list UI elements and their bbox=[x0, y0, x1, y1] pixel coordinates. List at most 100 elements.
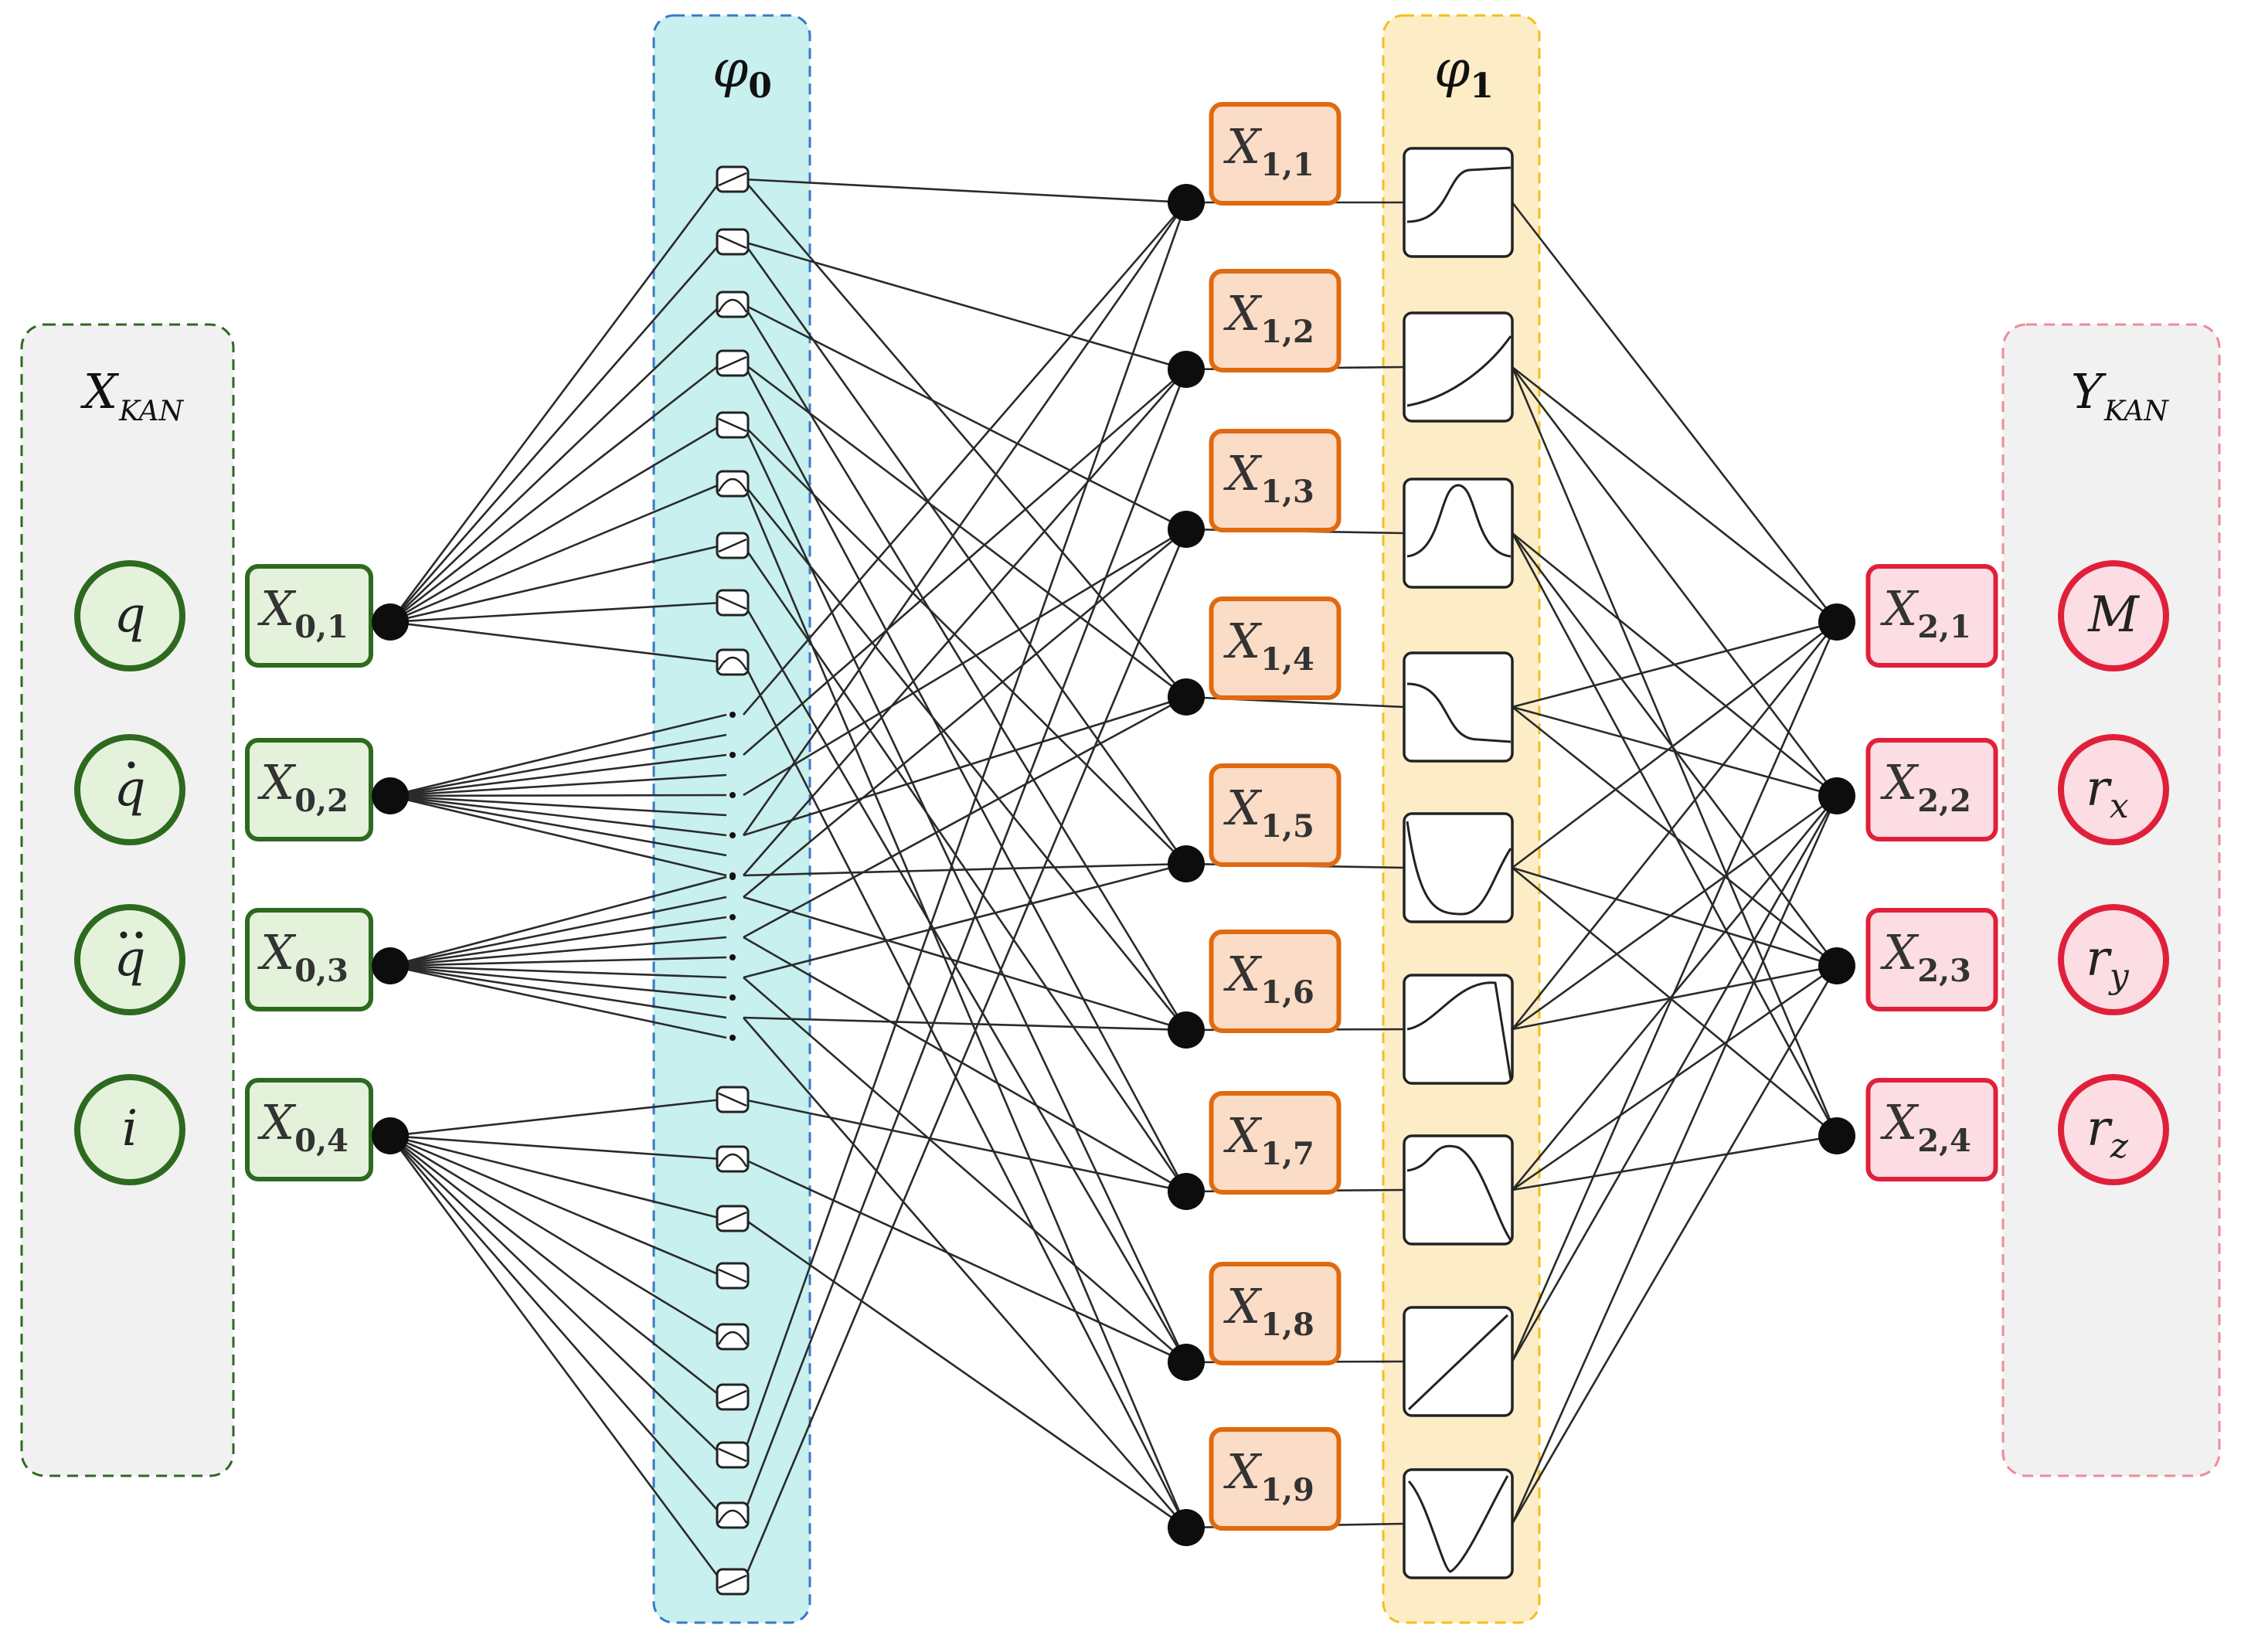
phi0-spline-box bbox=[716, 589, 750, 617]
svg-text:X1,1: X1,1 bbox=[1223, 118, 1314, 183]
phi0-spline-box bbox=[716, 1568, 750, 1596]
connection-node bbox=[1168, 678, 1205, 716]
svg-text:rz: rz bbox=[2086, 1100, 2129, 1166]
ellipsis-dot bbox=[729, 792, 736, 798]
phi0-spline-box bbox=[716, 291, 750, 318]
phi0-spline-box bbox=[716, 1145, 750, 1173]
hidden-layer-label: X1,7 bbox=[1209, 1091, 1342, 1195]
svg-text:X0,3: X0,3 bbox=[257, 924, 349, 989]
svg-text:X2,3: X2,3 bbox=[1880, 924, 1971, 989]
ellipsis-dot bbox=[729, 1035, 736, 1041]
svg-text:q: q bbox=[114, 760, 146, 818]
hidden-layer-label: X1,5 bbox=[1209, 763, 1342, 867]
hidden-layer-label: X1,4 bbox=[1209, 597, 1342, 700]
phi0-spline-box bbox=[716, 648, 750, 676]
phi1-activation-plots bbox=[1403, 147, 1514, 1579]
connection-node bbox=[1168, 845, 1205, 882]
svg-text:X1,4: X1,4 bbox=[1223, 613, 1314, 678]
connection-node bbox=[1168, 1011, 1205, 1049]
output-variable-node: rx bbox=[2058, 734, 2169, 845]
connection-node bbox=[1168, 1344, 1205, 1381]
svg-text:X1,9: X1,9 bbox=[1223, 1443, 1314, 1508]
edges bbox=[389, 178, 1838, 1582]
phi0-spline-box bbox=[716, 1323, 750, 1351]
output-layer-label: X2,2 bbox=[1865, 738, 1998, 841]
svg-text:X1,8: X1,8 bbox=[1223, 1278, 1314, 1343]
input-layer-label: X0,4 bbox=[245, 1078, 373, 1181]
phi0-spline-box bbox=[716, 411, 750, 439]
output-layer-label: X2,1 bbox=[1865, 564, 1998, 668]
phi0-spline-boxes bbox=[716, 165, 750, 1596]
phi0-title: φ0 bbox=[712, 39, 772, 106]
svg-text:X2,1: X2,1 bbox=[1880, 580, 1971, 645]
phi0-spline-box bbox=[716, 1205, 750, 1232]
phi1-title: φ1 bbox=[1434, 39, 1494, 106]
phi1-activation-plot bbox=[1403, 1306, 1514, 1417]
svg-text:X1,7: X1,7 bbox=[1223, 1107, 1314, 1172]
phi0-spline-box bbox=[716, 470, 750, 498]
svg-text:X1,3: X1,3 bbox=[1223, 445, 1314, 510]
connection-node bbox=[1168, 511, 1205, 548]
phi0-spline-box bbox=[716, 1086, 750, 1113]
hidden-layer-label: X1,1 bbox=[1209, 102, 1342, 206]
ellipsis-dot bbox=[729, 954, 736, 960]
svg-text:M: M bbox=[2087, 586, 2140, 644]
svg-text:X0,4: X0,4 bbox=[257, 1094, 349, 1159]
phi1-activation-plot bbox=[1403, 1134, 1514, 1246]
phi0-spline-box bbox=[716, 228, 750, 256]
phi0-panel bbox=[652, 14, 811, 1624]
connection-node bbox=[1818, 1117, 1855, 1154]
phi0-spline-box bbox=[716, 349, 750, 377]
phi0-spline-box bbox=[716, 1501, 750, 1529]
svg-text:X2,2: X2,2 bbox=[1880, 754, 1971, 819]
phi0-spline-box bbox=[716, 1441, 750, 1469]
input-variable-node: q bbox=[74, 560, 185, 671]
phi0-ellipsis-dots bbox=[729, 712, 736, 1041]
input-variable-node: q bbox=[74, 734, 185, 845]
phi1-activation-plot bbox=[1403, 974, 1514, 1085]
svg-text:q: q bbox=[114, 586, 146, 644]
phi1-activation-plot bbox=[1403, 478, 1514, 589]
svg-text:X1,5: X1,5 bbox=[1223, 780, 1314, 845]
phi1-activation-plot bbox=[1403, 147, 1514, 258]
input-layer-label: X0,3 bbox=[245, 908, 373, 1011]
input-variable-node: i bbox=[74, 1074, 185, 1185]
connection-node bbox=[372, 1117, 409, 1154]
connection-node bbox=[1168, 1509, 1205, 1546]
hidden-layer-label: X1,2 bbox=[1209, 269, 1342, 372]
connection-node bbox=[1818, 777, 1855, 814]
ellipsis-dot bbox=[729, 832, 736, 838]
hidden-layer-label: X1,8 bbox=[1209, 1262, 1342, 1365]
output-variable-node: ry bbox=[2058, 904, 2169, 1015]
output-variable-node: rz bbox=[2058, 1074, 2169, 1185]
phi0-spline-box bbox=[716, 1383, 750, 1411]
ellipsis-dot bbox=[729, 712, 736, 718]
nodes: X0,1X0,2X0,3X0,4X1,1X1,2X1,3X1,4X1,5X1,6… bbox=[74, 102, 2169, 1546]
connection-node bbox=[1818, 603, 1855, 641]
phi1-activation-plot bbox=[1403, 1468, 1514, 1579]
hidden-layer-label: X1,9 bbox=[1209, 1427, 1342, 1531]
phi1-activation-plot bbox=[1403, 311, 1514, 423]
phi1-activation-plot bbox=[1403, 812, 1514, 923]
phi0-spline-box bbox=[716, 1262, 750, 1290]
svg-text:X2,4: X2,4 bbox=[1880, 1094, 1971, 1159]
ellipsis-dot bbox=[729, 994, 736, 1001]
svg-text:i: i bbox=[122, 1100, 138, 1157]
hidden-layer-label: X1,3 bbox=[1209, 429, 1342, 532]
output-panel-title: YKAN bbox=[2071, 363, 2169, 427]
output-variable-node: M bbox=[2058, 560, 2169, 671]
ellipsis-dot bbox=[729, 752, 736, 758]
phi1-activation-plot bbox=[1403, 651, 1514, 763]
input-layer-label: X0,2 bbox=[245, 738, 373, 841]
output-layer-label: X2,4 bbox=[1865, 1078, 1998, 1181]
output-panel bbox=[2001, 323, 2221, 1477]
svg-text:X0,2: X0,2 bbox=[257, 754, 349, 819]
input-panel bbox=[20, 323, 235, 1477]
connection-node bbox=[1168, 351, 1205, 388]
connection-node bbox=[1818, 947, 1855, 984]
connection-node bbox=[372, 777, 409, 814]
input-panel-title: XKAN bbox=[80, 363, 185, 427]
input-layer-label: X0,1 bbox=[245, 564, 373, 668]
ellipsis-dot bbox=[729, 914, 736, 920]
